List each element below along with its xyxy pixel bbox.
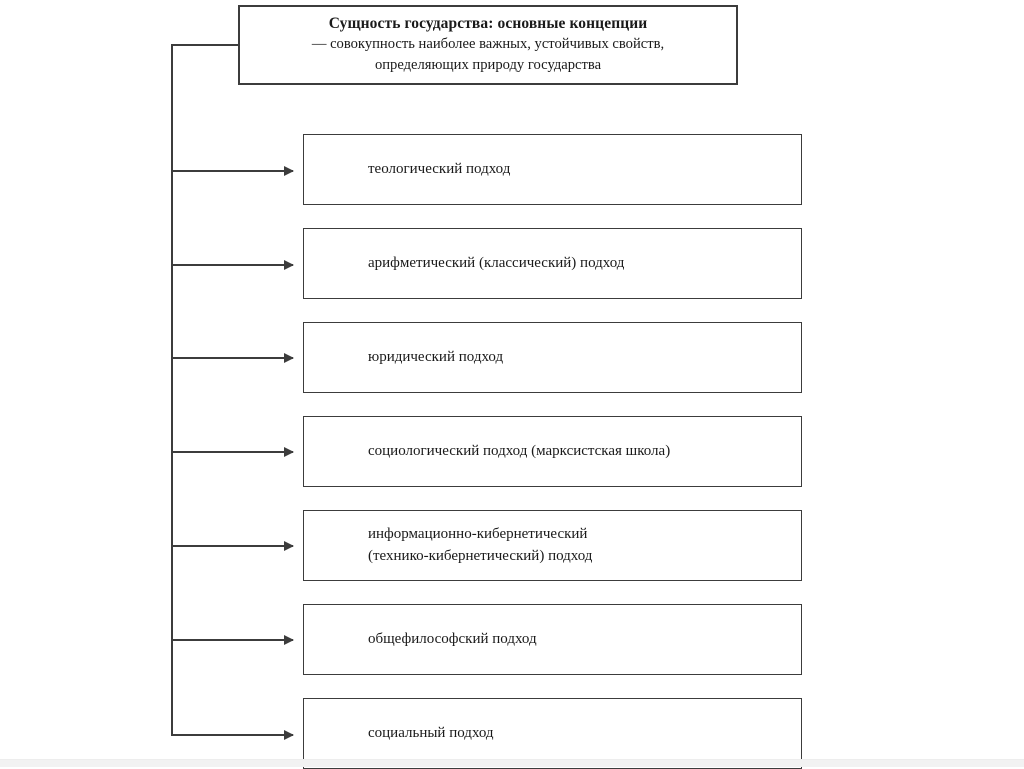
connector-arrow-6 — [171, 635, 294, 645]
concept-node-7: социальный подход — [303, 698, 802, 769]
concept-node-3: юридический подход — [303, 322, 802, 393]
root-node-subtitle-line-1: — совокупность наиболее важных, устойчив… — [311, 35, 665, 52]
connector-arrow-1 — [171, 166, 294, 176]
root-node-title: Сущность государства: основные концепции — [328, 14, 648, 32]
concept-node-3-label: юридический подход — [368, 348, 504, 365]
connector-arrow-5 — [171, 541, 294, 551]
connector-trunk-vertical — [171, 44, 173, 736]
concept-node-2-label: арифметический (классический) подход — [368, 254, 625, 271]
connector-arrow-2 — [171, 260, 294, 270]
arrowhead-icon — [284, 260, 294, 270]
concept-node-1-label: теологический подход — [368, 160, 511, 177]
root-node: Сущность государства: основные концепции… — [238, 5, 738, 85]
arrowhead-icon — [284, 635, 294, 645]
arrowhead-icon — [284, 353, 294, 363]
slide-bottom-band — [0, 759, 1024, 767]
concept-node-5-label-line-2: (технико-кибернетический) подход — [368, 547, 593, 564]
connector-arrow-4 — [171, 447, 294, 457]
concept-node-6-label: общефилософский подход — [368, 630, 537, 647]
concept-node-5: информационно-кибернетический (технико-к… — [303, 510, 802, 581]
connector-root-stub — [171, 44, 240, 46]
arrowhead-icon — [284, 166, 294, 176]
arrowhead-icon — [284, 730, 294, 740]
concept-node-1: теологический подход — [303, 134, 802, 205]
concept-node-2: арифметический (классический) подход — [303, 228, 802, 299]
connector-arrow-7 — [171, 730, 294, 740]
concept-node-6: общефилософский подход — [303, 604, 802, 675]
concept-node-4: социологический подход (марксистская шко… — [303, 416, 802, 487]
arrowhead-icon — [284, 447, 294, 457]
connector-arrow-3 — [171, 353, 294, 363]
concept-node-4-label: социологический подход (марксистская шко… — [368, 442, 671, 459]
arrowhead-icon — [284, 541, 294, 551]
root-node-subtitle-line-2: определяющих природу государства — [374, 56, 602, 73]
concept-node-7-label: социальный подход — [368, 724, 494, 741]
concept-node-5-label-line-1: информационно-кибернетический — [368, 525, 588, 542]
